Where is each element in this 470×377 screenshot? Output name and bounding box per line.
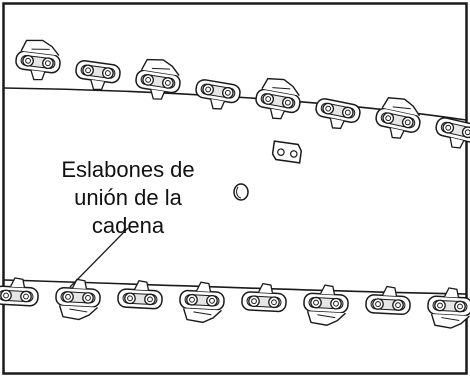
lower-chain-link — [303, 284, 349, 326]
lower-chain-run — [0, 277, 470, 329]
lower-chain-link — [0, 277, 39, 307]
callout-line-2: unión de la — [74, 185, 182, 210]
upper-chain-link — [375, 97, 421, 139]
callout-line-3: cadena — [91, 213, 165, 238]
upper-chain-link — [75, 60, 121, 91]
bar-bottom-edge — [3, 279, 467, 295]
lower-chain-link — [241, 282, 287, 313]
lower-chain-link — [427, 287, 470, 329]
callout-label: Eslabones de unión de la cadena — [28, 156, 228, 240]
upper-chain-link — [435, 117, 470, 149]
lower-chain-link — [117, 280, 163, 310]
lower-chain-link — [55, 278, 101, 321]
callout-leader-line — [69, 227, 129, 288]
upper-chain-link — [15, 39, 61, 81]
upper-chain-link — [195, 79, 241, 110]
upper-chain-link — [135, 58, 181, 100]
upper-chain-run — [15, 39, 470, 149]
callout-line-1: Eslabones de — [61, 157, 195, 182]
lower-chain-link — [365, 285, 411, 316]
loose-link-piece — [271, 140, 303, 164]
upper-chain-link — [255, 77, 301, 120]
bar-rivet-hole — [233, 183, 249, 201]
upper-chain-link — [315, 98, 361, 130]
lower-chain-link — [179, 281, 225, 324]
